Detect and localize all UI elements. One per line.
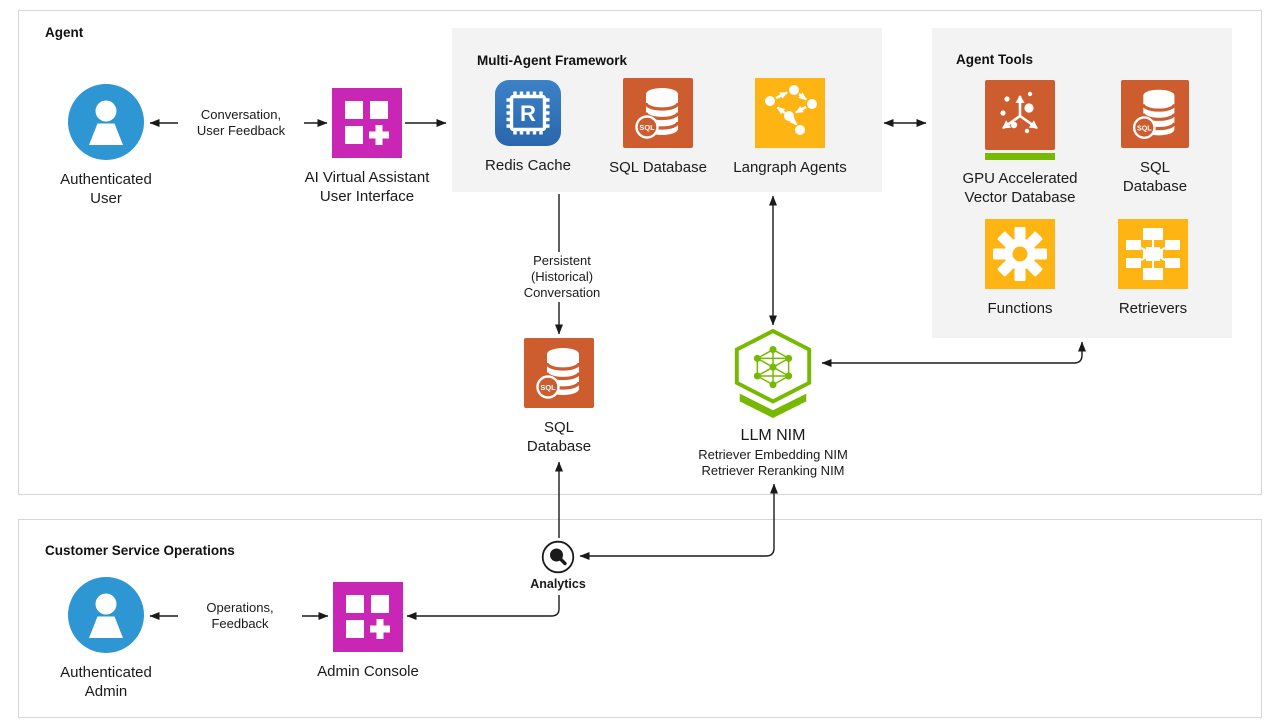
- svg-text:SQL: SQL: [639, 123, 655, 132]
- node-ai-virtual-assistant-ui: AI Virtual Assistant User Interface: [287, 88, 447, 206]
- svg-text:SQL: SQL: [1137, 124, 1152, 132]
- node-langraph-agents: Langraph Agents: [715, 78, 865, 177]
- node-analytics: Analytics: [508, 540, 608, 591]
- node-label: Langraph Agents: [733, 159, 847, 176]
- agent-tools-title: Agent Tools: [956, 52, 1033, 67]
- multi-agent-framework-title: Multi-Agent Framework: [477, 53, 628, 68]
- sql-database-icon: SQL: [623, 78, 693, 148]
- llm-nim-title: LLM NIM: [740, 427, 806, 444]
- sql-database-icon: SQL: [524, 338, 594, 408]
- green-accent-bar: [985, 153, 1055, 160]
- node-sql-database-persistent: SQL SQL Database: [499, 338, 619, 456]
- node-label: Analytics: [530, 577, 586, 591]
- magnifier-icon: [541, 540, 575, 574]
- customer-service-section-title: Customer Service Operations: [45, 543, 235, 558]
- node-label: GPU Accelerated Vector Database: [962, 170, 1078, 206]
- node-sql-database-framework: SQL SQL Database: [593, 78, 723, 177]
- node-label: AI Virtual Assistant User Interface: [304, 169, 430, 205]
- node-label: SQL Database: [609, 159, 707, 176]
- user-icon: [68, 577, 144, 653]
- node-label: SQL Database: [526, 419, 592, 455]
- node-gpu-vector-database: GPU Accelerated Vector Database: [940, 80, 1100, 207]
- node-label: Authenticated User: [60, 171, 152, 207]
- node-llm-nim: LLM NIM Retriever Embedding NIM Retrieve…: [668, 327, 878, 478]
- node-label: Authenticated Admin: [60, 664, 152, 700]
- app-grid-plus-icon: [332, 88, 402, 158]
- redis-chip-icon: R: [495, 80, 561, 146]
- svg-text:SQL: SQL: [540, 383, 556, 392]
- svg-text:R: R: [520, 101, 536, 126]
- app-grid-plus-icon: [333, 582, 403, 652]
- node-retrievers: Retrievers: [1093, 219, 1213, 318]
- gear-icon: [985, 219, 1055, 289]
- edge-label-persistent: Persistent (Historical) Conversation: [503, 252, 621, 302]
- edge-label-conversation: Conversation, User Feedback: [178, 106, 304, 140]
- user-icon: [68, 84, 144, 160]
- node-label: Retrievers: [1118, 300, 1188, 317]
- node-sql-database-tools: SQL SQL Database: [1095, 80, 1215, 196]
- node-redis-cache: R Redis Cache: [468, 80, 588, 175]
- node-label: Functions: [987, 300, 1053, 317]
- graph-nodes-icon: [755, 78, 825, 148]
- sql-database-icon: SQL: [1121, 80, 1189, 148]
- vector-axes-icon: [985, 80, 1055, 150]
- nim-hexagon-icon: [734, 328, 812, 419]
- llm-nim-subtitle: Retriever Embedding NIM Retriever Rerank…: [698, 447, 848, 478]
- node-authenticated-admin: Authenticated Admin: [31, 577, 181, 701]
- node-functions: Functions: [960, 219, 1080, 318]
- edge-label-operations: Operations, Feedback: [178, 599, 302, 633]
- node-admin-console: Admin Console: [288, 582, 448, 681]
- agent-section-title: Agent: [45, 25, 84, 40]
- node-authenticated-user: Authenticated User: [31, 84, 181, 208]
- node-label: Redis Cache: [485, 157, 571, 174]
- node-label: Admin Console: [317, 663, 419, 680]
- network-blocks-icon: [1118, 219, 1188, 289]
- node-label: SQL Database: [1122, 159, 1188, 195]
